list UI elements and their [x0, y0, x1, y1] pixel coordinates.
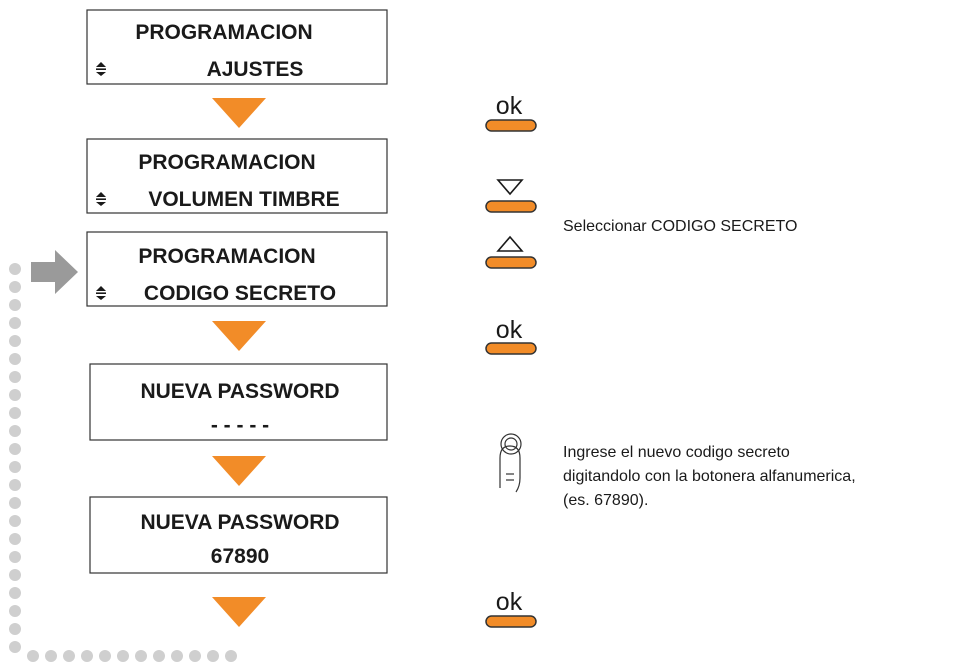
up-key[interactable] — [485, 235, 537, 269]
screen-line1: PROGRAMACION — [138, 245, 315, 268]
scroll-icon — [96, 192, 106, 206]
screen-line2: CODIGO SECRETO — [144, 282, 336, 305]
loop-dot — [9, 497, 21, 509]
enter-instruction-line2: digitandolo con la botonera alfanumerica… — [563, 468, 856, 485]
display-screen-codigo-secreto: PROGRAMACION CODIGO SECRETO — [86, 231, 388, 307]
loop-dot — [9, 371, 21, 383]
loop-dot — [171, 650, 183, 662]
screen-line2: 67890 — [211, 545, 269, 568]
loop-dot — [9, 533, 21, 545]
display-screen-nueva-password-filled: NUEVA PASSWORD 67890 — [89, 496, 388, 574]
loop-dot — [9, 569, 21, 581]
return-loop-dots — [9, 263, 237, 662]
flow-arrow-icon — [212, 456, 266, 486]
display-screen-ajustes: PROGRAMACION AJUSTES — [86, 9, 388, 85]
finger-press-icon — [499, 433, 522, 493]
loop-dot — [9, 353, 21, 365]
loop-dot — [189, 650, 201, 662]
down-key[interactable] — [485, 179, 537, 213]
loop-dot — [9, 443, 21, 455]
loop-dot — [9, 407, 21, 419]
loop-dot — [81, 650, 93, 662]
screen-line1: PROGRAMACION — [138, 151, 315, 174]
loop-dot — [63, 650, 75, 662]
ok-key[interactable]: ok — [485, 92, 537, 132]
ok-key[interactable]: ok — [485, 588, 537, 628]
loop-dot — [9, 263, 21, 275]
loop-dot — [9, 317, 21, 329]
loop-dot — [27, 650, 39, 662]
loop-dot — [45, 650, 57, 662]
screen-line2: VOLUMEN TIMBRE — [148, 188, 339, 211]
loop-dot — [9, 389, 21, 401]
scroll-icon — [96, 62, 106, 76]
screen-line1: PROGRAMACION — [135, 21, 312, 44]
loop-dot — [117, 650, 129, 662]
down-key-button[interactable] — [485, 200, 537, 213]
scroll-icon — [96, 286, 106, 300]
loop-dot — [9, 587, 21, 599]
screen-line1: NUEVA PASSWORD — [140, 380, 339, 403]
loop-dot — [9, 641, 21, 653]
loop-dot — [153, 650, 165, 662]
screen-line2: AJUSTES — [207, 58, 304, 81]
display-screen-volumen-timbre: PROGRAMACION VOLUMEN TIMBRE — [86, 138, 388, 214]
screen-line1: NUEVA PASSWORD — [140, 511, 339, 534]
loop-dot — [135, 650, 147, 662]
ok-key-label: ok — [496, 588, 523, 616]
display-screen-nueva-password-empty: NUEVA PASSWORD - - - - - — [89, 363, 388, 441]
loop-dot — [9, 281, 21, 293]
select-instruction: Seleccionar CODIGO SECRETO — [563, 218, 797, 235]
loop-dot — [9, 299, 21, 311]
flow-arrow-icon — [212, 597, 266, 627]
ok-key-label: ok — [496, 92, 523, 120]
enter-instruction-line3: (es. 67890). — [563, 492, 648, 509]
loop-dot — [9, 335, 21, 347]
loop-dot — [9, 551, 21, 563]
ok-key[interactable]: ok — [485, 316, 537, 355]
loop-dot — [99, 650, 111, 662]
enter-instruction-line1: Ingrese el nuevo codigo secreto — [563, 444, 790, 461]
loop-dot — [9, 623, 21, 635]
loop-dot — [9, 461, 21, 473]
loop-dot — [9, 605, 21, 617]
up-key-button[interactable] — [485, 256, 537, 269]
flow-arrow-icon — [212, 321, 266, 351]
triangle-down-icon — [496, 179, 524, 196]
loop-dot — [225, 650, 237, 662]
loop-dot — [207, 650, 219, 662]
loop-dot — [9, 479, 21, 491]
loop-dot — [9, 425, 21, 437]
screen-line2: - - - - - — [211, 414, 269, 437]
ok-key-label: ok — [496, 316, 523, 344]
flow-arrow-icon — [212, 98, 266, 128]
triangle-up-icon — [496, 235, 524, 252]
return-arrow-icon — [31, 250, 78, 294]
loop-dot — [9, 515, 21, 527]
